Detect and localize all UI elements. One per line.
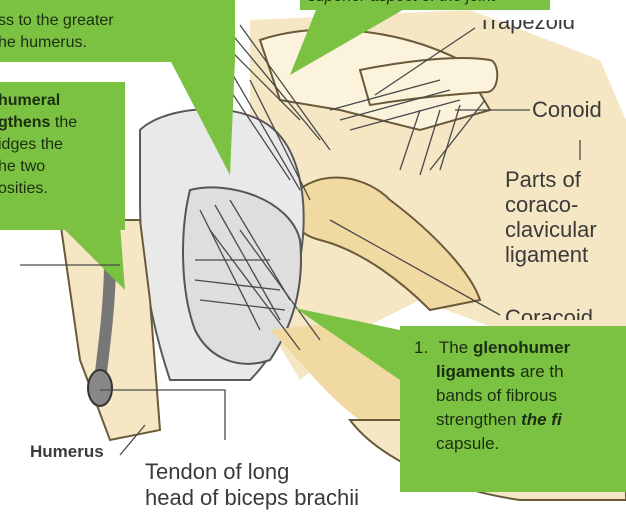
coracoid-label: Coracoid (505, 306, 593, 320)
left-callout-line-2: gthens the (0, 112, 77, 134)
bottom-right-callout-line-5: capsule. (414, 432, 626, 456)
bottom-right-callout-number: 1. (414, 338, 428, 357)
left-callout-line-3: idges the (0, 134, 77, 156)
parts-label-line-3: clavicular (505, 218, 597, 242)
top-left-callout-line-2: he humerus. (0, 32, 114, 54)
biceps-tendon-end (88, 370, 112, 406)
bottom-right-callout-line-2-rest: are th (515, 362, 563, 381)
bottom-right-callout-text: 1. The glenohumer ligaments are th bands… (414, 336, 626, 456)
left-callout-text: humeral gthens the idges the he two osit… (0, 90, 77, 200)
bottom-right-callout-line-4-bi: the fi (521, 410, 562, 429)
tendon-label-line-1: Tendon of long (145, 460, 289, 484)
top-center-callout-text: superior aspect of the joint (308, 0, 496, 8)
bottom-right-callout-line-4: strengthen the fi (414, 408, 626, 432)
bottom-right-callout-line-4-pre: strengthen (436, 410, 521, 429)
bottom-right-callout-line-1: 1. The glenohumer (414, 336, 626, 360)
left-callout-line-5: osities. (0, 178, 77, 200)
left-callout-line-1: humeral (0, 90, 77, 112)
tendon-label-line-2: head of biceps brachii (145, 486, 359, 510)
parts-label-line-1: Parts of (505, 168, 581, 192)
left-callout-line-2-bold: gthens (0, 114, 50, 131)
bottom-right-callout-line-2: ligaments are th (414, 360, 626, 384)
left-callout-line-2-rest: the (50, 114, 77, 131)
bottom-right-callout-line-1-pre: The (439, 338, 473, 357)
left-callout-line-4: he two (0, 156, 77, 178)
top-left-callout-line-1: ss to the greater (0, 10, 114, 32)
parts-label-line-4: ligament (505, 243, 588, 267)
parts-label-line-2: coraco- (505, 193, 578, 217)
conoid-label: Conoid (532, 98, 602, 122)
bottom-right-callout-line-2-bold: ligaments (436, 362, 515, 381)
humerus-label: Humerus (30, 440, 104, 464)
bottom-right-callout-line-1-bold: glenohumer (473, 338, 570, 357)
top-center-callout-line-1: superior aspect of the joint (308, 0, 496, 8)
top-left-callout-text: ss to the greater he humerus. (0, 10, 114, 54)
bottom-right-callout-line-3: bands of fibrous (414, 384, 626, 408)
